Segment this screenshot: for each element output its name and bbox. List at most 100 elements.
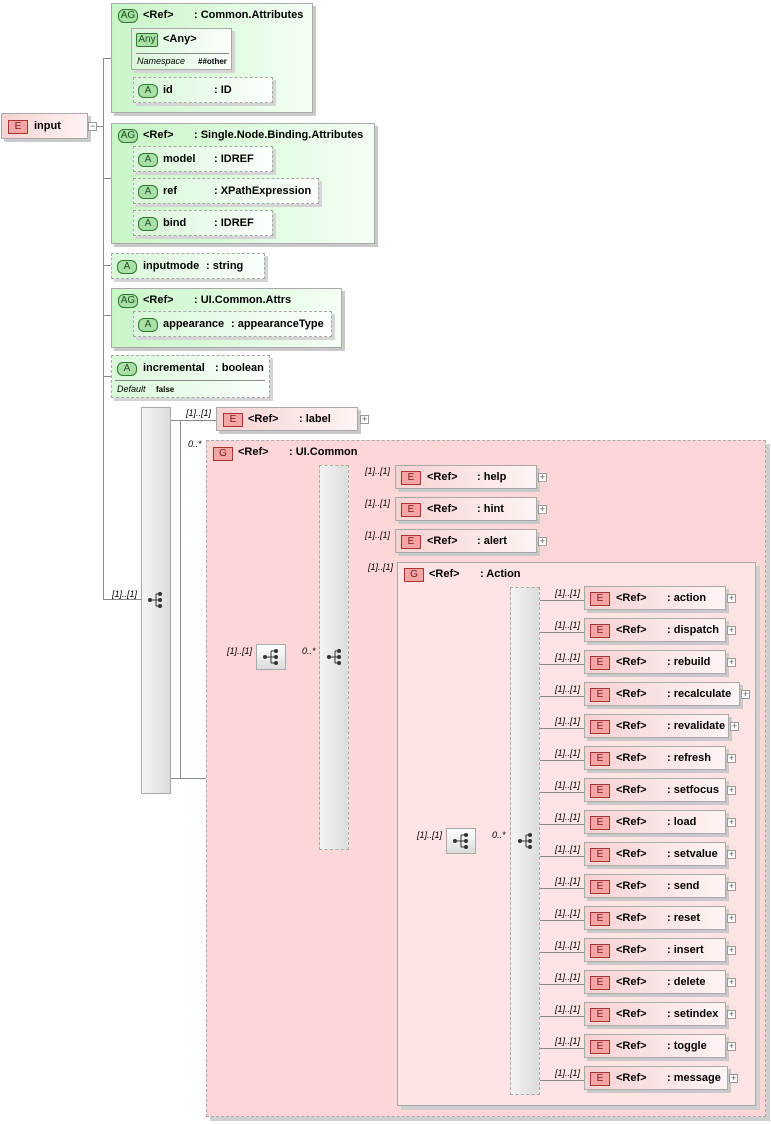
expand-icon[interactable]: + — [730, 721, 739, 731]
element-refresh[interactable]: E<Ref>: refresh — [584, 746, 726, 770]
any-divider — [136, 53, 229, 54]
element-badge: E — [223, 413, 243, 427]
element-action[interactable]: E<Ref>: action — [584, 586, 726, 610]
expand-icon[interactable]: + — [538, 536, 547, 546]
expand-icon[interactable]: + — [727, 625, 736, 635]
expand-icon[interactable]: + — [727, 657, 736, 667]
element-label[interactable]: E <Ref> : label — [216, 407, 358, 431]
element-recalculate[interactable]: E<Ref>: recalculate — [584, 682, 740, 706]
element-setvalue[interactable]: E<Ref>: setvalue — [584, 842, 726, 866]
element-insert[interactable]: E<Ref>: insert — [584, 938, 726, 962]
element-setfocus[interactable]: E<Ref>: setfocus — [584, 778, 726, 802]
connector-line — [540, 1080, 584, 1081]
ref-label: <Ref> — [616, 688, 647, 700]
cardinality-label: [1]..[1] — [186, 408, 212, 418]
attribute-incremental[interactable]: A incremental : boolean Default false — [111, 355, 270, 398]
attribute-appearance[interactable]: A appearance : appearanceType — [133, 311, 332, 337]
cardinality-label: [1]..[1] — [555, 812, 581, 822]
element-badge: E — [8, 120, 28, 134]
cardinality-label: 0..* — [492, 830, 506, 840]
expand-icon[interactable]: + — [727, 1009, 736, 1019]
ref-label: <Ref> — [616, 912, 647, 924]
expand-icon[interactable]: + — [727, 881, 736, 891]
expand-icon[interactable]: + — [727, 849, 736, 859]
attribute-badge: A — [138, 318, 158, 332]
element-alert[interactable]: E <Ref> : alert — [395, 529, 537, 553]
expand-icon[interactable]: + — [360, 414, 369, 424]
sequence-icon — [146, 591, 166, 609]
expand-icon[interactable]: + — [727, 977, 736, 987]
expand-icon[interactable]: + — [727, 785, 736, 795]
expand-icon[interactable]: + — [729, 1073, 738, 1083]
element-badge: E — [401, 503, 421, 517]
element-badge: E — [590, 752, 610, 766]
cardinality-label: [1]..[1] — [555, 940, 581, 950]
element-name: : refresh — [667, 752, 712, 764]
attribute-bind[interactable]: A bind : IDREF — [133, 210, 273, 236]
element-message[interactable]: E<Ref>: message — [584, 1066, 728, 1090]
expand-icon[interactable]: + — [727, 817, 736, 827]
element-toggle[interactable]: E<Ref>: toggle — [584, 1034, 726, 1058]
namespace-label: Namespace — [137, 56, 186, 66]
cardinality-label: 0..* — [302, 646, 316, 656]
ref-label: <Ref> — [427, 535, 458, 547]
element-badge: E — [590, 656, 610, 670]
ref-label: <Ref> — [616, 656, 647, 668]
element-setindex[interactable]: E<Ref>: setindex — [584, 1002, 726, 1026]
attribute-name: ref — [163, 185, 178, 197]
expand-icon[interactable]: + — [538, 504, 547, 514]
connector-line — [540, 888, 584, 889]
element-help[interactable]: E <Ref> : help — [395, 465, 537, 489]
element-send[interactable]: E<Ref>: send — [584, 874, 726, 898]
element-name: : toggle — [667, 1040, 707, 1052]
ref-label: <Ref> — [616, 720, 647, 732]
element-revalidate[interactable]: E<Ref>: revalidate — [584, 714, 729, 738]
choice-icon — [516, 832, 536, 850]
expand-icon[interactable]: + — [727, 753, 736, 763]
expand-icon[interactable]: + — [727, 593, 736, 603]
attribute-badge: A — [138, 153, 158, 167]
cardinality-label: [1]..[1] — [112, 589, 138, 599]
choice-compositor[interactable] — [446, 828, 476, 854]
attribute-type: : ID — [214, 84, 232, 96]
connector-line — [540, 792, 584, 793]
connector-line — [540, 824, 584, 825]
any-wildcard[interactable]: Any <Any> Namespace ##other — [131, 28, 232, 70]
element-badge: E — [590, 624, 610, 638]
expand-icon[interactable]: + — [538, 472, 547, 482]
expand-icon[interactable]: + — [727, 945, 736, 955]
expand-icon[interactable]: + — [741, 689, 750, 699]
element-badge: E — [590, 816, 610, 830]
connector-line — [540, 1016, 584, 1017]
element-reset[interactable]: E<Ref>: reset — [584, 906, 726, 930]
element-delete[interactable]: E<Ref>: delete — [584, 970, 726, 994]
root-element-input[interactable]: E input — [1, 113, 88, 139]
ref-label: <Ref> — [616, 944, 647, 956]
ref-label: <Ref> — [143, 294, 174, 306]
element-rebuild[interactable]: E<Ref>: rebuild — [584, 650, 726, 674]
attribute-ref[interactable]: A ref : XPathExpression — [133, 178, 319, 204]
any-badge: Any — [136, 33, 158, 47]
element-dispatch[interactable]: E<Ref>: dispatch — [584, 618, 726, 642]
attribute-group-name: : UI.Common.Attrs — [194, 294, 292, 306]
attribute-badge: A — [138, 84, 158, 98]
expand-icon[interactable]: + — [727, 1041, 736, 1051]
expand-icon[interactable]: + — [727, 913, 736, 923]
element-load[interactable]: E<Ref>: load — [584, 810, 726, 834]
element-badge: E — [590, 592, 610, 606]
cardinality-label: [1]..[1] — [417, 830, 443, 840]
attribute-inputmode[interactable]: A inputmode : string — [111, 253, 265, 279]
collapse-toggle-icon[interactable]: − — [88, 121, 97, 131]
attribute-id[interactable]: A id : ID — [133, 77, 273, 103]
element-name: : message — [667, 1072, 721, 1084]
element-hint[interactable]: E <Ref> : hint — [395, 497, 537, 521]
element-badge: E — [590, 848, 610, 862]
cardinality-label: [1]..[1] — [555, 652, 581, 662]
choice-compositor[interactable] — [256, 644, 286, 670]
attribute-model[interactable]: A model : IDREF — [133, 146, 273, 172]
group-badge: G — [404, 568, 424, 582]
cardinality-label: [1]..[1] — [555, 748, 581, 758]
attribute-badge: A — [138, 217, 158, 231]
connector-line — [540, 984, 584, 985]
ref-label: <Ref> — [616, 784, 647, 796]
